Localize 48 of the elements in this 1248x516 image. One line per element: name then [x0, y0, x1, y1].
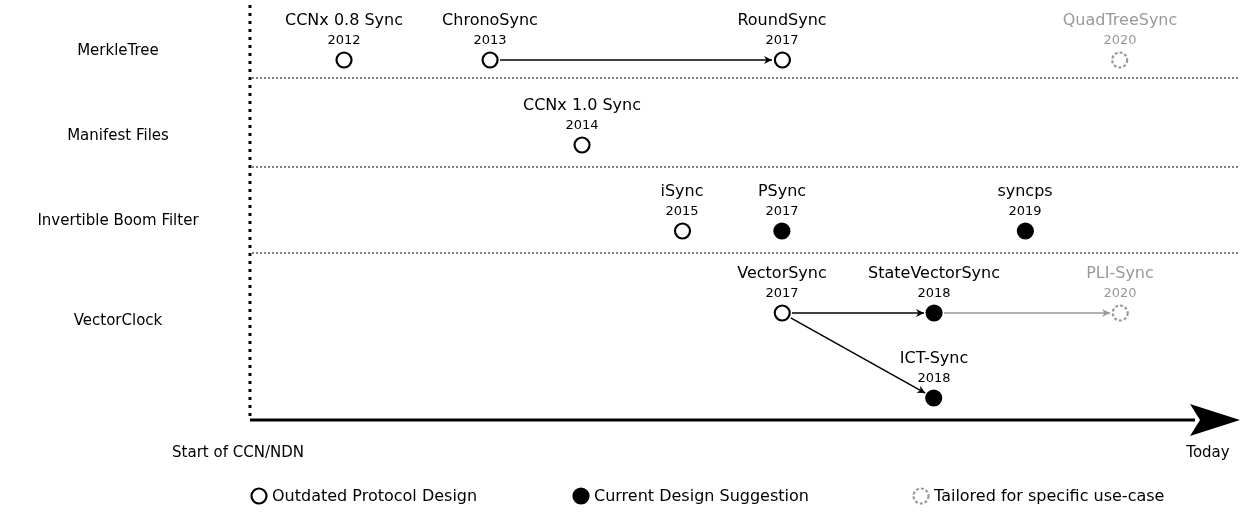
timeline-event — [442, 10, 538, 69]
protocol-name: RoundSync — [737, 10, 827, 30]
year-label: 2018 — [917, 370, 951, 386]
year-label: 2012 — [327, 32, 361, 48]
protocol-name: StateVectorSync — [868, 263, 1000, 283]
year-label: 2018 — [917, 285, 951, 301]
year-label: 2013 — [473, 32, 507, 48]
arrow — [791, 309, 925, 317]
protocol-name: CCNx 0.8 Sync — [285, 10, 403, 30]
row-label: VectorClock — [73, 311, 163, 329]
timeline-event — [523, 95, 641, 154]
timeline-event — [285, 10, 403, 69]
timeline-event — [757, 181, 807, 240]
legend-label: Outdated Protocol Design — [272, 486, 478, 505]
year-label: 2019 — [1008, 203, 1042, 219]
timeline-event — [868, 263, 1000, 322]
protocol-name: PLI-Sync — [1086, 263, 1154, 283]
arrow — [499, 56, 773, 64]
protocol-name: CCNx 1.0 Sync — [523, 95, 641, 115]
year-label: 2017 — [765, 203, 799, 219]
timeline-event — [737, 10, 827, 69]
timeline-event — [899, 348, 969, 407]
timeline-event — [660, 181, 704, 240]
timeline-event — [1062, 10, 1178, 69]
year-label: 2020 — [1103, 32, 1137, 48]
arrow — [943, 309, 1111, 317]
protocol-name: VectorSync — [737, 263, 827, 283]
legend-label: Tailored for specific use-case — [934, 486, 1165, 505]
year-label: 2017 — [765, 32, 799, 48]
protocol-name: QuadTreeSync — [1062, 10, 1178, 30]
timeline-event — [737, 263, 827, 322]
timeline-event — [1086, 263, 1154, 322]
protocol-name: PSync — [757, 181, 807, 201]
year-label: 2015 — [665, 203, 699, 219]
year-label: 2017 — [765, 285, 799, 301]
protocol-name: iSync — [660, 181, 704, 201]
row-label: Manifest Files — [67, 126, 169, 144]
protocol-name: ICT-Sync — [899, 348, 969, 368]
year-label: 2014 — [565, 117, 599, 133]
axis-label: Today — [1186, 443, 1230, 461]
legend-label: Current Design Suggestion — [594, 486, 809, 505]
year-label: 2020 — [1103, 285, 1137, 301]
protocol-name: ChronoSync — [442, 10, 538, 30]
row-label: MerkleTree — [77, 41, 159, 59]
arrow — [790, 317, 926, 394]
row-label: Invertible Boom Filter — [37, 211, 199, 229]
protocol-name: syncps — [997, 181, 1053, 201]
axis-label: Start of CCN/NDN — [172, 443, 304, 461]
